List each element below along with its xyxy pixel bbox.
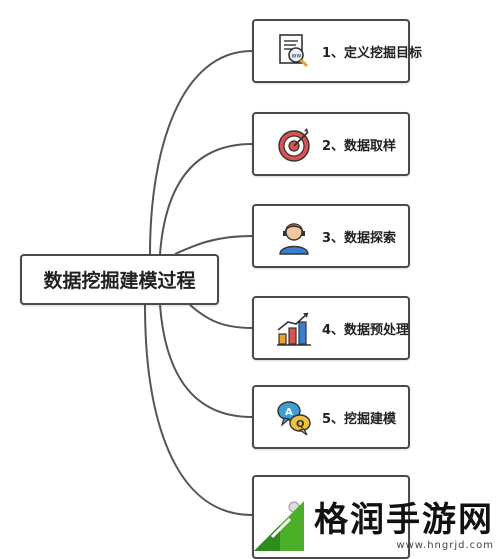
connector-step-1: [149, 50, 253, 255]
svg-text:ww: ww: [292, 53, 302, 60]
qa-bubbles-icon: A Q: [274, 397, 314, 437]
connector-step-2: [159, 143, 253, 255]
step-node-6[interactable]: [252, 475, 410, 559]
site-logo-icon: [250, 497, 308, 555]
step-label-3: 3、数据探索: [322, 230, 397, 246]
bar-chart-arrow-icon: [274, 308, 314, 348]
step-node-3[interactable]: 3、数据探索: [252, 204, 410, 268]
root-label: 数据挖掘建模过程: [43, 270, 196, 292]
document-magnifier-icon: ww: [274, 31, 314, 71]
step-node-5[interactable]: A Q 5、挖掘建模: [252, 385, 410, 449]
step-label-4: 4、数据预处理: [322, 322, 410, 338]
connector-step-5: [159, 304, 253, 418]
step-node-4[interactable]: 4、数据预处理: [252, 296, 410, 360]
watermark-title: 格润手游网: [314, 500, 494, 540]
step-label-1: 1、定义挖掘目标: [322, 45, 423, 61]
step-node-2[interactable]: 2、数据取样: [252, 112, 410, 176]
step-label-2: 2、数据取样: [322, 138, 397, 154]
connector-step-4: [189, 304, 253, 329]
connector-step-3: [174, 235, 253, 255]
step-label-5: 5、挖掘建模: [322, 411, 397, 427]
step-node-1[interactable]: ww 1、定义挖掘目标: [252, 19, 422, 83]
target-icon: [274, 124, 314, 164]
person-headset-icon: [274, 216, 314, 256]
svg-text:Q: Q: [296, 419, 305, 430]
watermark-url: www.hngrjd.com: [396, 540, 494, 551]
site-watermark: 格润手游网 www.hngrjd.com: [250, 492, 500, 559]
svg-text:A: A: [285, 407, 293, 418]
root-node[interactable]: 数据挖掘建模过程: [20, 254, 219, 305]
connector-step-6: [144, 304, 253, 516]
